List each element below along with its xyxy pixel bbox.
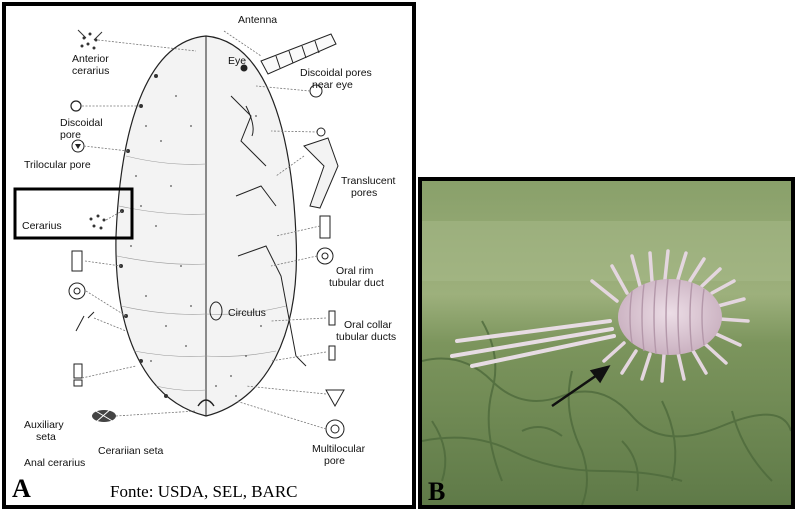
photo-panel-b: B [418,177,795,509]
cerarius-icon [90,215,106,230]
label-translucent-pores-1: Translucent [341,175,396,187]
label-oral-rim-2: tubular duct [329,277,384,289]
label-auxiliary-seta-2: seta [36,431,56,443]
oral-rim-duct-icon [317,216,333,264]
trilocular-pore-icon [72,140,84,152]
label-antenna: Antenna [238,14,277,26]
label-anal-cerarius: Anal cerarius [24,457,85,469]
label-cerarius: Cerarius [22,220,62,232]
translucent-pores-icon [304,138,338,208]
panel-letter-a: A [12,476,31,502]
tubular-duct-icon [69,251,85,299]
label-discoidal-pores-eye-2: near eye [312,79,353,91]
label-oral-rim-1: Oral rim [336,265,374,277]
label-circulus: Circulus [228,307,266,319]
mealybug-photo [422,181,791,505]
panel-letter-b: B [428,479,445,505]
label-anterior-cerarius-2: cerarius [72,65,109,77]
discoidal-pores-eye-icon [310,85,325,136]
small-duct-icon [74,364,82,386]
seta-icon [76,312,94,331]
oral-collar-duct-icon [329,311,335,360]
label-multilocular-pore-1: Multilocular [312,443,366,455]
mealybug-body [618,279,722,355]
label-oral-collar-1: Oral collar [344,319,392,331]
discoidal-pore-icon [71,101,81,111]
label-oral-collar-2: tubular ducts [336,331,396,343]
mealybug-diagram: Antenna Eye Anterior cerarius Discoidal … [6,6,412,505]
label-discoidal-pore-1: Discoidal [60,117,103,129]
label-discoidal-pores-eye-1: Discoidal pores [300,67,372,79]
diagram-panel-a: Antenna Eye Anterior cerarius Discoidal … [2,2,416,509]
label-cerarian-seta: Cerariian seta [98,445,164,457]
label-anterior-cerarius-1: Anterior [72,53,109,65]
label-discoidal-pore-2: pore [60,129,81,141]
label-trilocular-pore: Trilocular pore [24,159,91,171]
figure-caption: Fonte: USDA, SEL, BARC [110,482,298,502]
label-translucent-pores-2: pores [351,187,377,199]
multilocular-pore-icon [326,390,344,438]
label-eye: Eye [228,55,246,67]
leaf-midrib [422,221,791,281]
label-auxiliary-seta-1: Auxiliary [24,419,64,431]
label-multilocular-pore-2: pore [324,455,345,467]
anal-cerarius-icon [92,408,116,422]
